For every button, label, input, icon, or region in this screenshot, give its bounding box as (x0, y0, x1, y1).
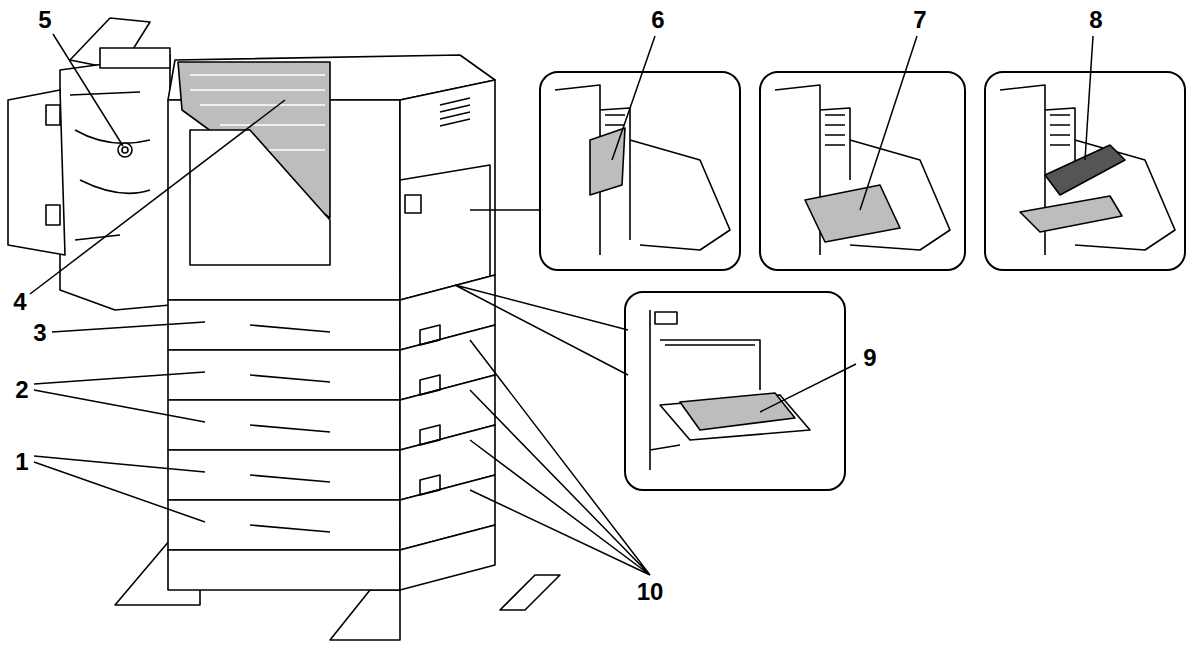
fuser-ribs (1050, 115, 1070, 145)
finisher-body (60, 55, 170, 310)
vent (440, 98, 470, 126)
inset-duplex-jam (760, 72, 965, 270)
leader-line (1085, 36, 1093, 160)
fuser-ribs (825, 115, 845, 145)
paper-trays (168, 275, 495, 590)
base-side (400, 525, 495, 590)
finisher-door (8, 90, 65, 255)
inset-transfer-jam (985, 72, 1185, 270)
finisher-top (100, 48, 170, 68)
tray (168, 400, 400, 450)
side-door (400, 165, 490, 290)
callout-number: 9 (863, 346, 876, 370)
door-hinge (46, 105, 60, 125)
inset-printer (555, 85, 730, 255)
callout-number: 2 (15, 378, 28, 402)
side-face-top-unit (400, 80, 495, 300)
callout-number: 3 (33, 321, 46, 345)
leader-line (612, 36, 655, 160)
leader-line (53, 34, 123, 146)
inset-frame (985, 72, 1185, 270)
side-door-latch (405, 195, 421, 213)
callout-number: 4 (13, 290, 26, 314)
callout-number: 7 (913, 8, 926, 32)
bypass-paper (680, 393, 795, 430)
inset-frame (760, 72, 965, 270)
finisher (8, 18, 170, 310)
leader-line (34, 372, 205, 422)
tray (168, 350, 400, 400)
callout-number: 10 (637, 580, 664, 604)
tray-side-doors (420, 325, 440, 495)
inset-printer (650, 310, 760, 470)
door-hinge (46, 205, 60, 225)
inset-frame (625, 292, 845, 490)
leader-lines (30, 34, 1093, 575)
leader-line (52, 322, 205, 332)
tray-handles (250, 325, 330, 532)
base (168, 550, 400, 590)
inset-frame (540, 72, 740, 270)
leader-line (34, 456, 205, 522)
callout-number: 8 (1089, 8, 1102, 32)
jammed-paper (805, 185, 900, 242)
tray (168, 300, 400, 350)
callout-number: 1 (15, 450, 28, 474)
leader-line (760, 364, 856, 412)
front-cover (190, 130, 330, 265)
printer-body (168, 55, 495, 300)
staple-knob-inner (122, 147, 128, 153)
leader-line (30, 100, 285, 294)
staple-knob (118, 143, 132, 157)
right-foot (330, 590, 400, 640)
jammed-paper (1020, 196, 1122, 232)
tray (168, 450, 400, 500)
finisher-interior (70, 92, 150, 240)
inset-latch (655, 312, 677, 324)
leader-line (470, 340, 650, 575)
leader-line (860, 36, 917, 210)
inset-fuser-jam (540, 72, 740, 270)
inset-printer (775, 85, 950, 255)
callout-number: 6 (651, 8, 664, 32)
right-foot-back (500, 575, 560, 610)
callout-number: 5 (38, 8, 51, 32)
inset-bypass-tray (625, 292, 845, 490)
inset-pointer (455, 210, 628, 375)
tray (168, 500, 400, 550)
